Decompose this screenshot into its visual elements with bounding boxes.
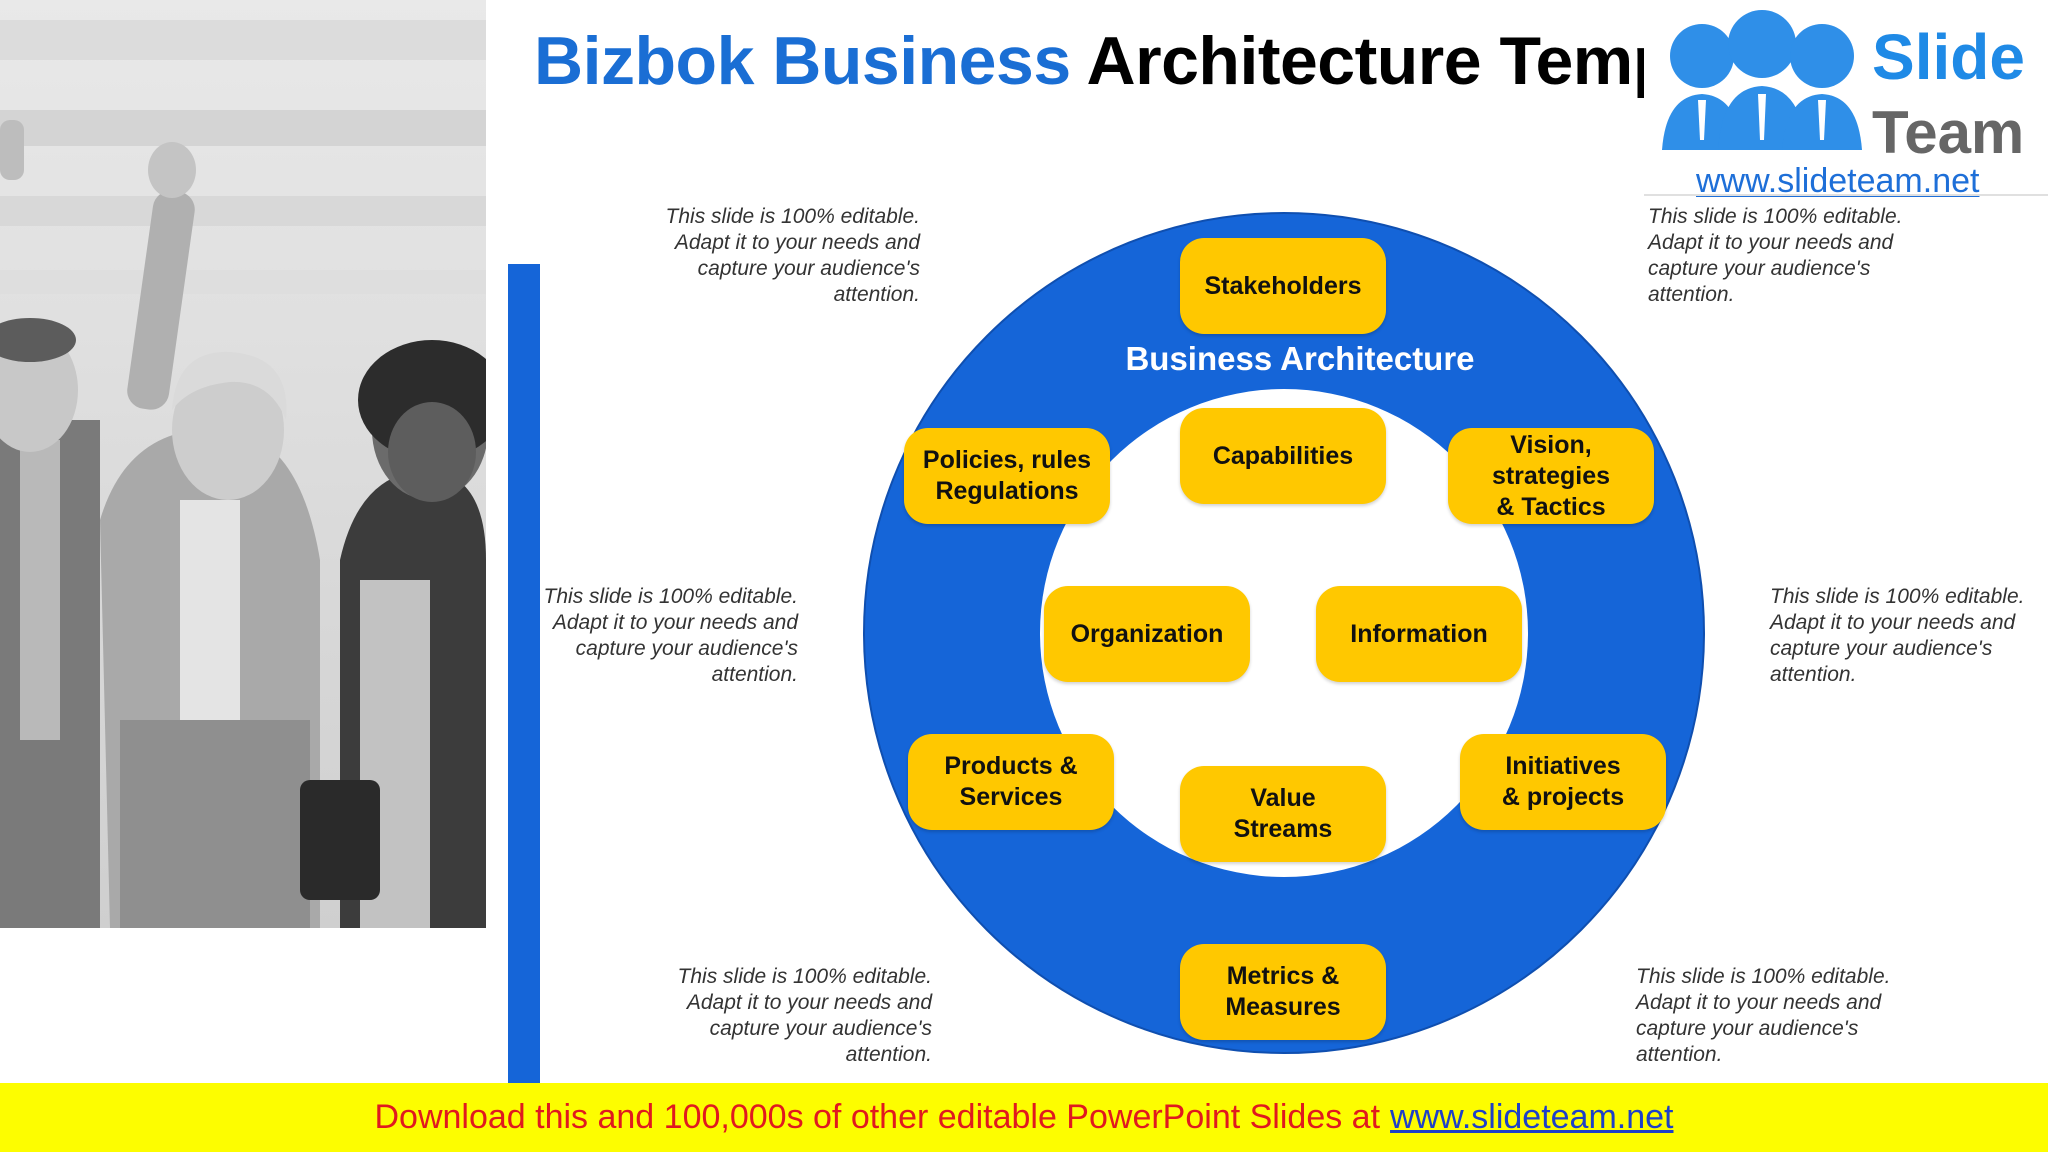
caption-mid-right: This slide is 100% editable. Adapt it to… xyxy=(1770,585,2025,686)
logo-word-slide: Slide xyxy=(1872,21,2025,93)
team-photo xyxy=(0,0,486,928)
box-policies[interactable]: Policies, rules Regulations xyxy=(904,428,1110,524)
ring-title: Business Architecture xyxy=(1125,340,1475,377)
banner-link[interactable]: www.slideteam.net xyxy=(1390,1098,1674,1136)
box-value-streams[interactable]: Value Streams xyxy=(1180,766,1386,862)
box-policies-label: Policies, rules Regulations xyxy=(922,446,1092,505)
box-initiatives-label: Initiatives & projects xyxy=(1501,752,1625,811)
box-organization[interactable]: Organization xyxy=(1044,586,1250,682)
box-vision-label: Vision, strategies & Tactics xyxy=(1491,430,1611,521)
people-icon xyxy=(1662,10,1862,150)
box-organization-label: Organization xyxy=(1070,619,1224,648)
accent-bar xyxy=(508,264,540,1088)
logo-url-link[interactable]: www.slideteam.net xyxy=(1696,162,1980,200)
box-initiatives[interactable]: Initiatives & projects xyxy=(1460,734,1666,830)
box-products[interactable]: Products & Services xyxy=(908,734,1114,830)
box-stakeholders[interactable]: Stakeholders xyxy=(1180,238,1386,334)
box-information-label: Information xyxy=(1350,619,1488,648)
box-products-label: Products & Services xyxy=(944,752,1078,811)
box-metrics-label: Metrics & Measures xyxy=(1225,962,1341,1021)
caption-top-left: This slide is 100% editable. Adapt it to… xyxy=(665,205,920,306)
title-part-blue: Bizbok Business xyxy=(534,23,1071,99)
box-capabilities-label: Capabilities xyxy=(1212,441,1354,470)
box-metrics[interactable]: Metrics & Measures xyxy=(1180,944,1386,1040)
logo-word-team: Team xyxy=(1872,99,2025,166)
box-information[interactable]: Information xyxy=(1316,586,1522,682)
caption-mid-left: This slide is 100% editable. Adapt it to… xyxy=(543,585,798,686)
box-capabilities[interactable]: Capabilities xyxy=(1180,408,1386,504)
box-vision[interactable]: Vision, strategies & Tactics xyxy=(1448,428,1654,524)
banner-text: Download this and 100,000s of other edit… xyxy=(374,1098,1381,1136)
box-stakeholders-label: Stakeholders xyxy=(1204,271,1362,300)
logo-divider xyxy=(1644,194,2048,196)
caption-top-right: This slide is 100% editable. Adapt it to… xyxy=(1648,205,1903,306)
caption-bottom-right: This slide is 100% editable. Adapt it to… xyxy=(1636,965,1891,1066)
inner-circle xyxy=(1040,389,1528,877)
box-value-streams-label: Value Streams xyxy=(1233,784,1333,843)
download-banner: Download this and 100,000s of other edit… xyxy=(0,1083,2048,1152)
caption-bottom-left: This slide is 100% editable. Adapt it to… xyxy=(677,965,932,1066)
slideteam-logo: Slide Team www.slideteam.net xyxy=(1644,0,2048,200)
